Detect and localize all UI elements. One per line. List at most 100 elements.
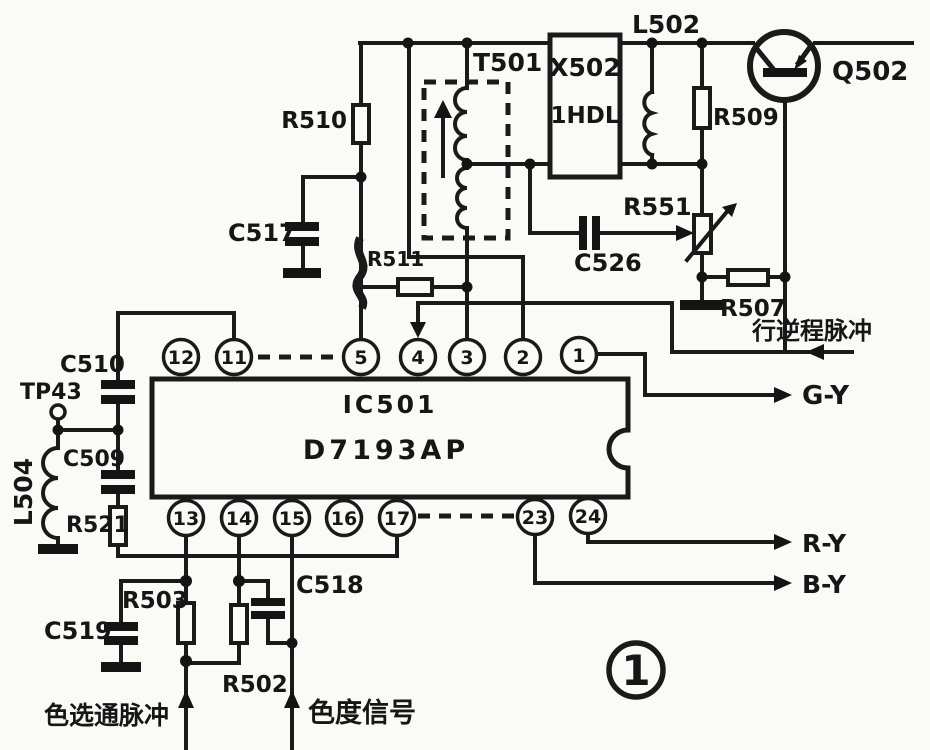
r503-body: [176, 601, 196, 645]
l502-coil: [642, 89, 659, 158]
q502-transistor: [747, 29, 821, 103]
pin-circle: [515, 497, 555, 537]
r551-wiper-arrow-icon: [676, 225, 694, 241]
component-labels: R510 C517 R511 T501 X502 1HDL L502 R509 …: [9, 10, 908, 698]
pin-number: 13: [173, 508, 199, 530]
ry-label: R-Y: [802, 529, 847, 558]
r551-ground-icon: [680, 300, 724, 310]
r511-body: [396, 277, 434, 297]
chroma-label: 色度信号: [308, 697, 416, 729]
pin-circle: [324, 498, 364, 538]
r510-label: R510: [281, 108, 347, 134]
r507-label: R507: [720, 296, 786, 322]
r511-label: R511: [367, 247, 424, 271]
pin-circle: [341, 337, 381, 377]
pin-circle: [161, 337, 201, 377]
junction-dots: [52, 37, 791, 667]
pin-circle: [503, 337, 543, 377]
pin-number: 1: [572, 345, 585, 367]
pin-circle: [219, 498, 259, 538]
ic-ref-label: IC501: [343, 390, 438, 419]
wire-flyback: [416, 301, 854, 354]
ic501-body: [149, 376, 631, 500]
q502-emitter-arrow-icon: [794, 55, 807, 70]
c519-ground-icon: [101, 662, 141, 672]
wire-c526: [528, 162, 680, 235]
pin-circle: [166, 498, 206, 538]
c526-label: C526: [574, 249, 642, 277]
t501-label: T501: [473, 48, 542, 77]
x502-body: [547, 32, 623, 180]
pin-number: 11: [221, 347, 247, 369]
wire-c519: [119, 579, 188, 664]
c517-ground-icon: [283, 268, 321, 278]
wire-c518: [237, 579, 294, 645]
tp43-label: TP43: [20, 380, 82, 405]
pin-circle: [398, 337, 438, 377]
q502-circle: [747, 29, 821, 103]
l502-label: L502: [632, 10, 700, 39]
wire-pin2-feed: [407, 41, 525, 342]
flyback-arrow-icon: [806, 344, 824, 360]
wires: [56, 41, 914, 750]
gate-label: 色选通脉冲: [44, 701, 169, 730]
gate-input-arrow-icon: [178, 690, 194, 708]
wire-by: [533, 532, 782, 585]
pin-number: 17: [384, 508, 410, 530]
figure-number: 1: [621, 646, 650, 695]
wire-c517: [301, 175, 363, 270]
c510-label: C510: [60, 352, 125, 378]
figure-circle: [606, 640, 666, 700]
pin-number: 12: [168, 347, 194, 369]
ground-symbols: [38, 268, 724, 672]
pin-number: 15: [279, 508, 305, 530]
pin-number: 2: [516, 347, 529, 369]
c509-label: C509: [63, 447, 125, 472]
ic-pins-top: 12 11 5 4 3 2 1: [161, 335, 599, 377]
pin4-input-arrow-icon: [410, 322, 426, 338]
l504-coil: [41, 445, 61, 541]
capacitor-plates: [101, 216, 600, 645]
chroma-input-arrow-icon: [284, 690, 300, 708]
by-label: B-Y: [802, 570, 847, 599]
signal-arrows: [178, 322, 824, 708]
pin-number: 23: [522, 507, 548, 529]
pin-circle: [559, 335, 599, 375]
r510-body: [351, 103, 371, 145]
pin-number: 16: [331, 508, 357, 530]
pin-number: 24: [575, 506, 601, 528]
t501-arrow-head-icon: [434, 100, 452, 118]
r551-label: R551: [623, 193, 692, 221]
r551-adjust-arrow: [684, 205, 733, 263]
pin-number: 5: [354, 347, 367, 369]
wire-pin11-feed: [116, 311, 236, 382]
figure-mark: 1: [606, 640, 666, 700]
pin-number: 14: [226, 508, 252, 530]
r521-body: [108, 505, 128, 547]
t501-dashed-box: [421, 79, 511, 241]
r507-body: [726, 268, 770, 287]
tp43-testpoint: [49, 403, 67, 421]
l504-label: L504: [9, 458, 38, 526]
by-arrow-icon: [774, 575, 792, 591]
r551-adjust-arrow-head-icon: [722, 203, 737, 217]
pin-number: 4: [411, 347, 424, 369]
r503-label: R503: [122, 588, 188, 614]
gy-label: G-Y: [802, 381, 850, 411]
ic-pins-bottom: 13 14 15 16 17 23 24: [166, 496, 608, 538]
pin-circle: [214, 337, 254, 377]
wire-gy: [594, 352, 782, 397]
c517-label: C517: [228, 219, 296, 247]
ic-part-label: D7193AP: [303, 435, 469, 466]
wire-ry: [586, 531, 782, 544]
q502-collector: [755, 47, 776, 72]
pin-circle: [272, 498, 312, 538]
r521-label: R521: [66, 513, 129, 538]
pin-circle: [568, 496, 608, 536]
q502-label: Q502: [832, 57, 908, 87]
pin-circle: [377, 498, 417, 538]
c519-label: C519: [44, 617, 112, 645]
x502-marking: 1HDL: [551, 103, 620, 129]
pin-circle: [447, 337, 487, 377]
